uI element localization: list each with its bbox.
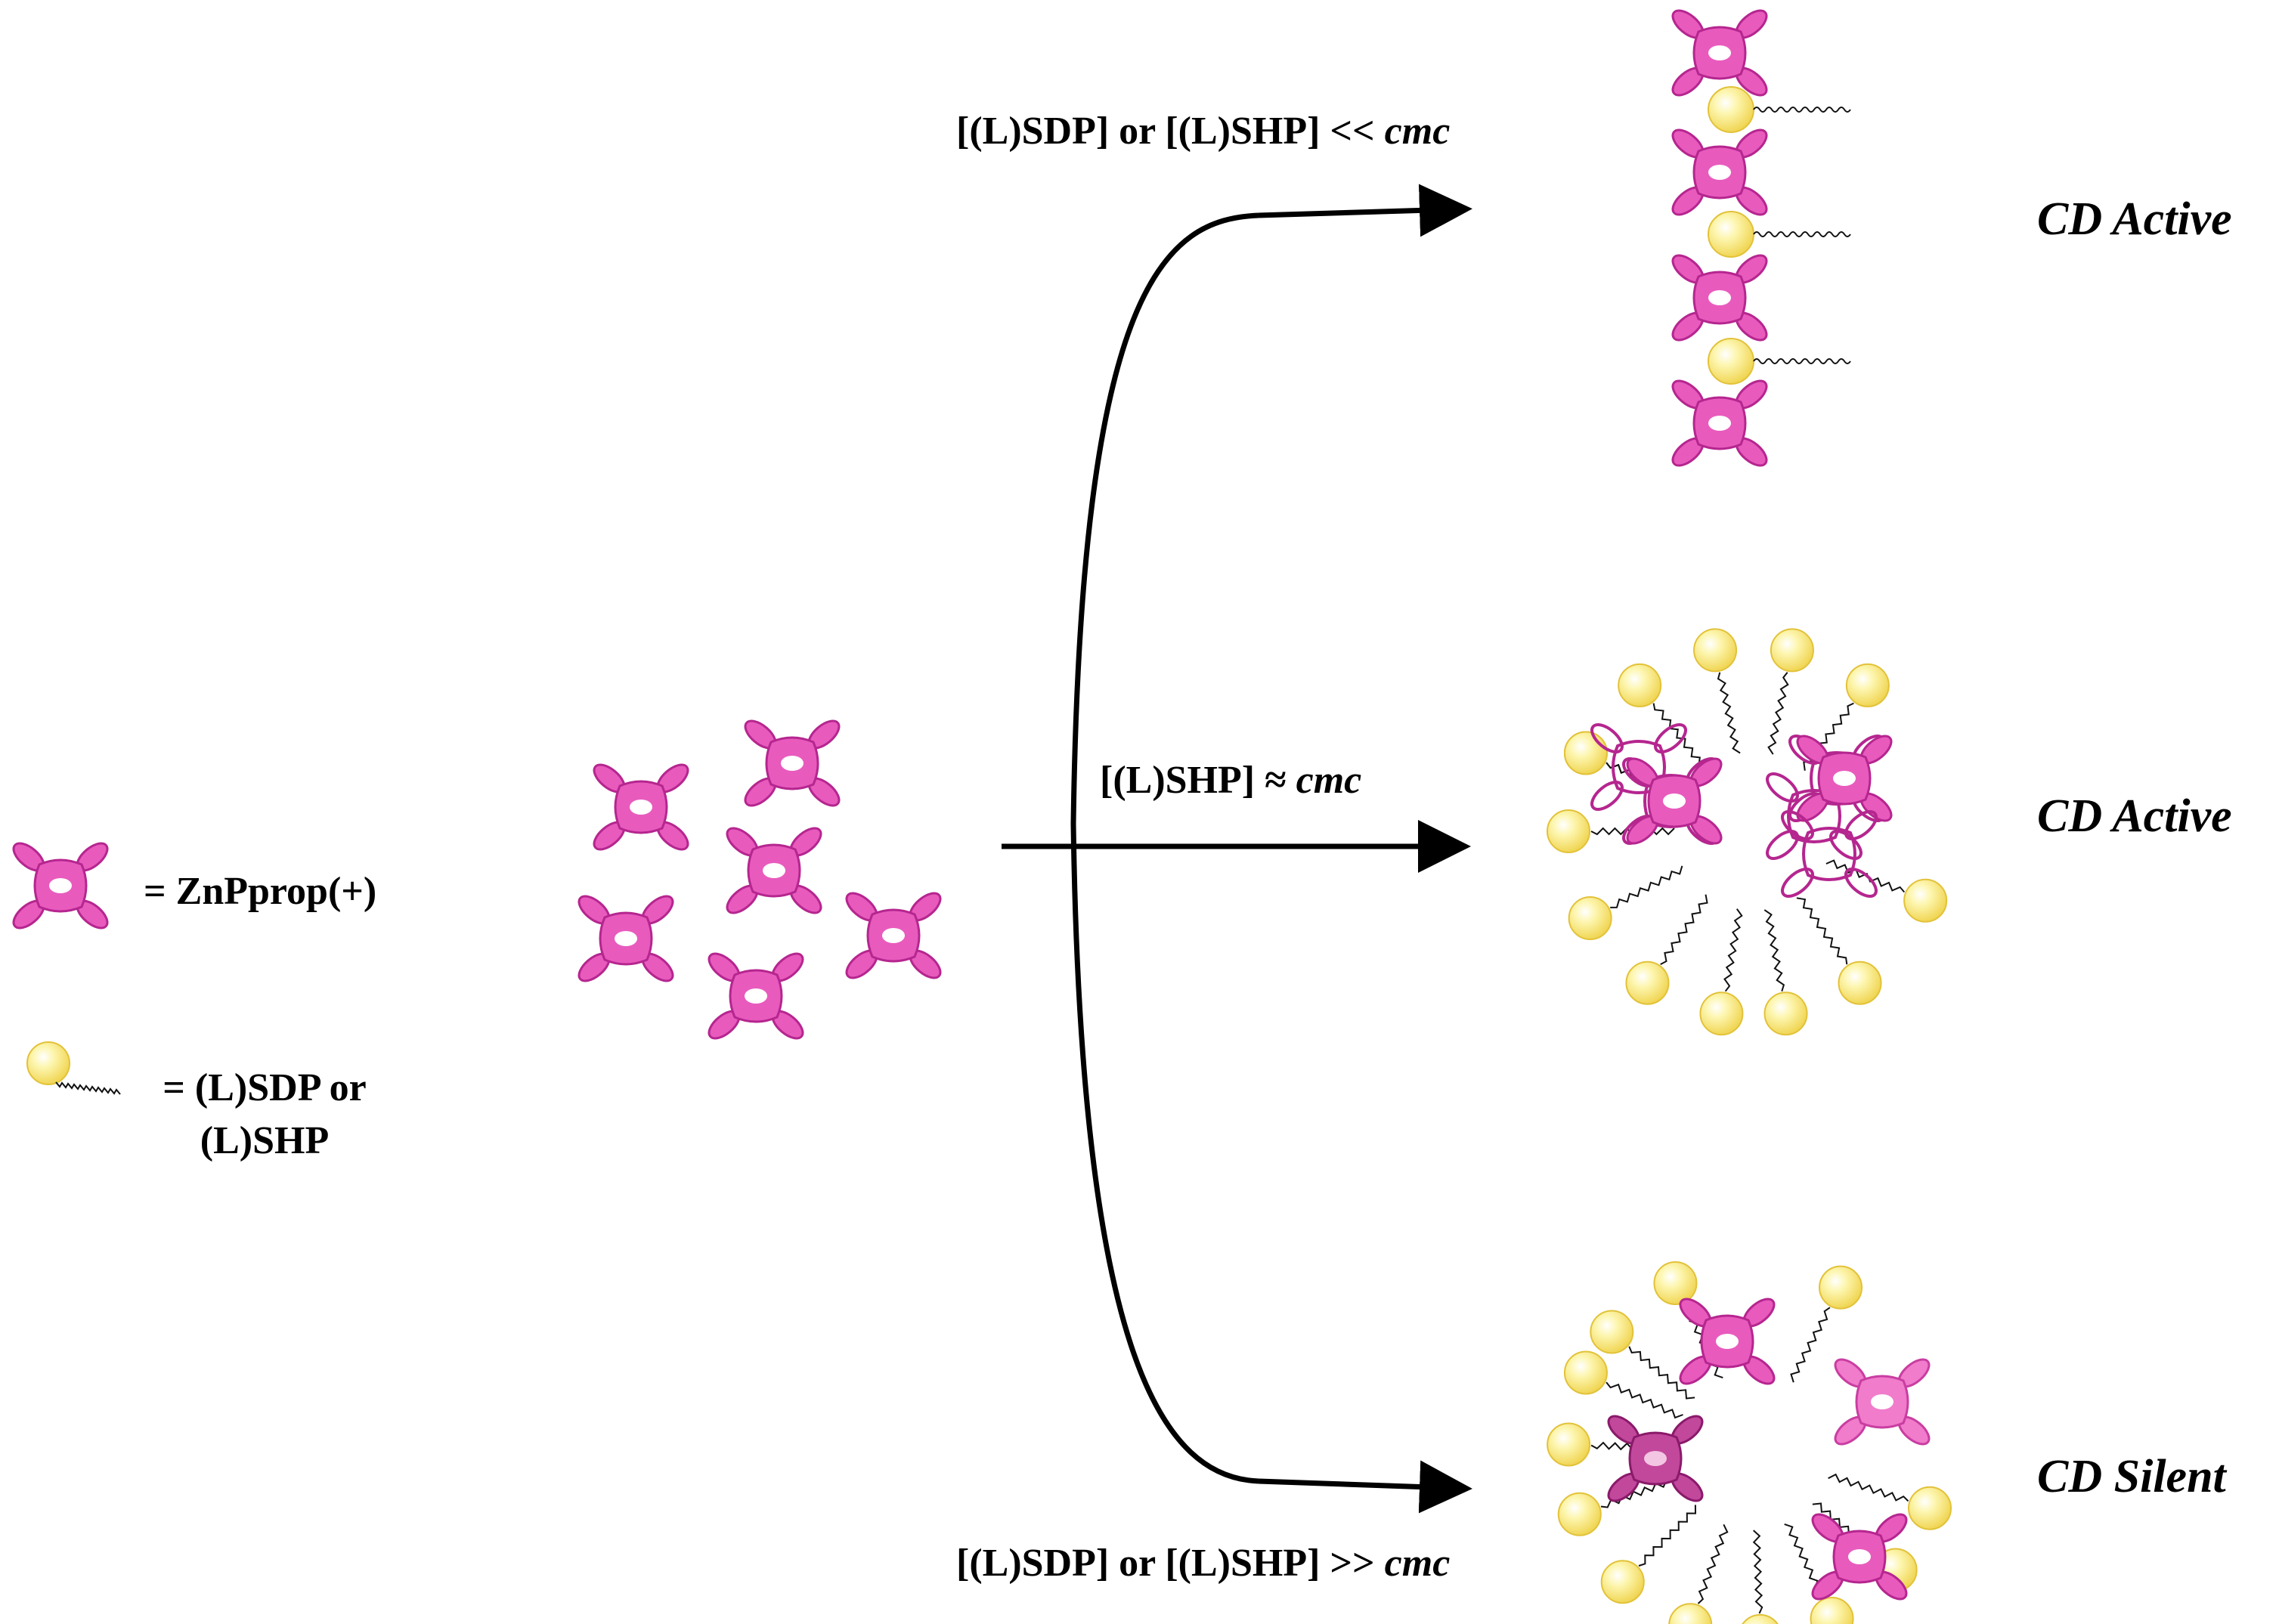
state-top: CD Active <box>2037 193 2232 245</box>
condition-bottom-text: [(L)SDP] or [(L)SHP] >> <box>956 1542 1385 1585</box>
condition-bottom: [(L)SDP] or [(L)SHP] >> cmc <box>956 1544 1450 1583</box>
state-bottom: CD Silent <box>2037 1451 2226 1502</box>
surfactant-molecule <box>1618 663 1708 768</box>
surfactant-molecule <box>1790 1265 1863 1383</box>
state-middle: CD Active <box>2037 790 2232 842</box>
micelle-with-dispersed-porphyrins <box>1547 1261 1952 1624</box>
surfactant-molecule <box>1668 1523 1729 1624</box>
micelle-with-porphyrin-aggregates <box>1547 628 1948 1036</box>
surfactant-molecule <box>1600 1505 1697 1604</box>
surfactant-molecule <box>1693 628 1741 754</box>
porphyrin-surfactant-stack <box>1667 4 1851 472</box>
surfactant-molecule <box>1763 909 1808 1036</box>
condition-middle-cmc: cmc <box>1296 759 1362 802</box>
surfactant-molecule <box>1563 1350 1683 1419</box>
condition-top-text: [(L)SDP] or [(L)SHP] << <box>956 110 1385 153</box>
condition-top: [(L)SDP] or [(L)SHP] << cmc <box>956 112 1450 151</box>
surfactant-molecule <box>1590 1310 1695 1400</box>
reaction-arrows <box>1002 184 1472 1514</box>
porphyrin-aggregate <box>573 714 946 1045</box>
micelle-surfactants <box>1547 628 1948 1036</box>
condition-bottom-cmc: cmc <box>1384 1542 1451 1585</box>
surfactant-molecule <box>1828 1473 1952 1530</box>
legend-surfactant-label: = (L)SDP or (L)SHP <box>151 1062 378 1168</box>
legend-porphyrin-label: = ZnPprop(+) <box>144 870 377 913</box>
legend-surfactant-line1: = (L)SDP or <box>163 1066 367 1109</box>
surfactant-molecule <box>1699 908 1744 1036</box>
surfactant-molecule <box>1825 859 1948 923</box>
condition-middle: [(L)SHP] ≈ cmc <box>1100 761 1361 800</box>
condition-top-cmc: cmc <box>1384 110 1451 153</box>
surfactant-molecule <box>1568 865 1683 941</box>
surfactant-molecule <box>1625 894 1708 1005</box>
surfactant-molecule <box>1796 897 1882 1005</box>
surfactant-molecule <box>1742 1530 1779 1624</box>
surfactant-molecule <box>1767 628 1814 755</box>
condition-middle-text: [(L)SHP] ≈ <box>1100 759 1296 802</box>
surfactant-icon <box>26 1041 121 1095</box>
legend-surfactant-line2: (L)SHP <box>200 1119 330 1163</box>
zn-porphyrin-icon <box>8 837 113 935</box>
micelle-surfactants <box>1547 1261 1952 1624</box>
